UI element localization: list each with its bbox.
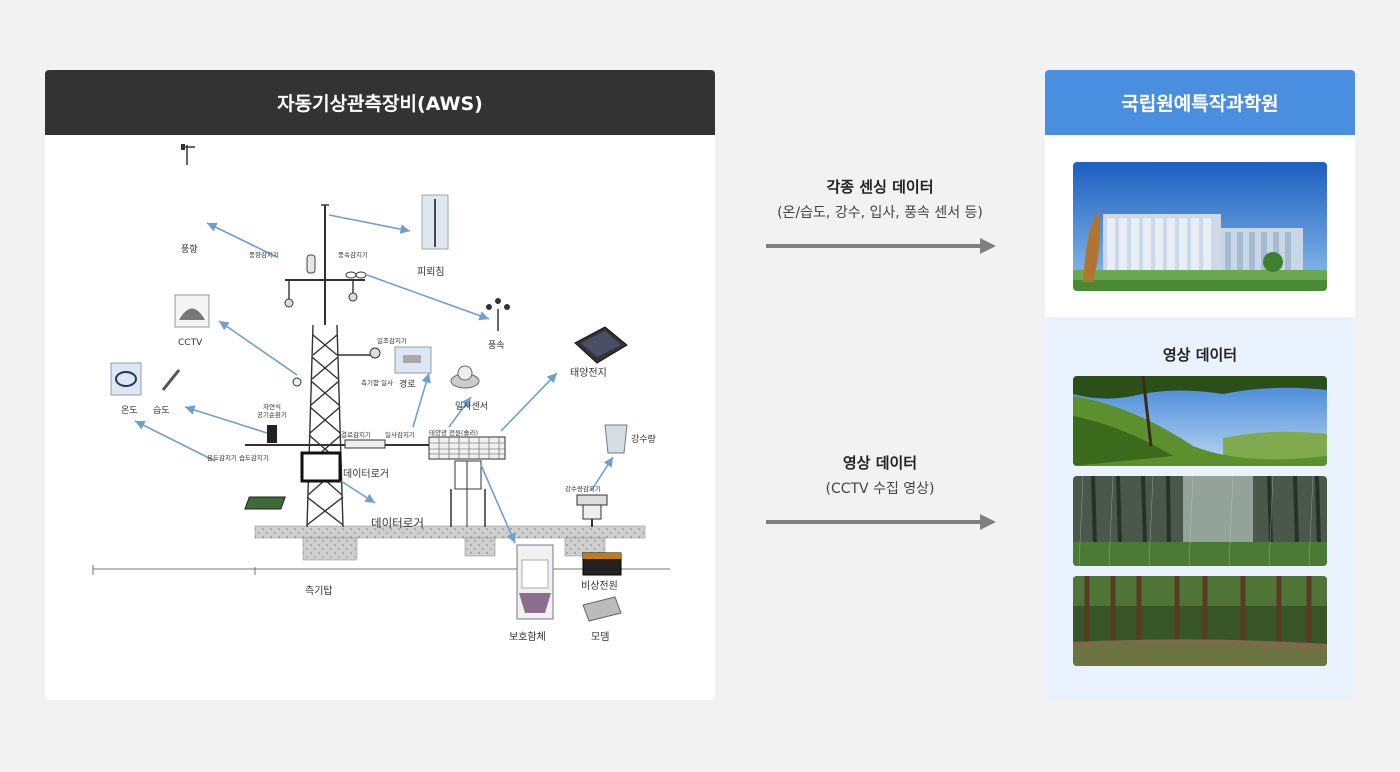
datalogger-board-icon <box>244 496 286 510</box>
enclosure-icon <box>516 544 554 620</box>
aws-diagram-illustration <box>92 144 670 622</box>
solar-frame <box>428 436 506 527</box>
building-photo <box>1073 162 1327 291</box>
pointer-arrows <box>134 214 614 544</box>
label-wind-speed: 풍속 <box>488 341 505 351</box>
label-sunshine-sensor: 일조감지기 <box>377 337 407 345</box>
label-cctv: CCTV <box>178 338 203 348</box>
label-auto-aspirator-line1: 자연식 <box>263 403 281 411</box>
modem-icon <box>582 596 622 622</box>
radiation-sensor-icon <box>450 365 480 389</box>
label-solar-panel: 태양전지 <box>570 368 607 379</box>
battery-icon <box>582 552 622 576</box>
wind-sensors <box>267 254 386 449</box>
label-tower: 측기탑 <box>305 586 333 597</box>
aws-diagram: 풍향 풍향감지기 풍속감지기 피뢰침 풍속 CCTV 일조감지기 측기함 일사 … <box>45 135 715 700</box>
wind-vane-icon <box>181 144 195 165</box>
flow-sensing-data: 각종 센싱 데이터 (온/습도, 강수, 입사, 풍속 센서 등) <box>730 176 1030 222</box>
label-sunshine-meter: 측기함 일사 <box>361 379 393 387</box>
flow-video-subtitle: (CCTV 수집 영상) <box>825 481 935 497</box>
label-emergency-power: 비상전원 <box>581 581 618 592</box>
label-radiation-sensor-2: 일사감지기 <box>385 431 415 439</box>
nifos-panel: 국립원예특작과학원 <box>1045 70 1355 700</box>
aws-panel: 자동기상관측장비(AWS) <box>45 70 715 700</box>
nifos-title: 국립원예특작과학원 <box>1045 70 1355 135</box>
tower-datalogger-box <box>300 451 342 483</box>
label-auto-aspirator-line2: 공기순환기 <box>257 411 287 419</box>
label-pressure-sensor: 결로감지기 <box>341 431 371 439</box>
label-sunshine-gauge: 경로 <box>399 380 416 390</box>
solar-panel-icon <box>574 326 628 364</box>
aws-title: 자동기상관측장비(AWS) <box>45 70 715 135</box>
label-temperature: 온도 <box>121 406 138 416</box>
label-wind-direction: 풍향 <box>181 245 198 255</box>
video-frame-sunny-hill <box>1073 376 1327 466</box>
cctv-dome-icon <box>174 294 210 328</box>
temperature-sensor-icon <box>110 362 142 396</box>
label-wind-speed-sensor: 풍속감지기 <box>338 251 368 259</box>
label-modem: 모뎀 <box>591 632 610 643</box>
flow-sensing-title: 각종 센싱 데이터 <box>826 178 934 196</box>
video-frame-pine-forest <box>1073 576 1327 666</box>
rain-gauge-icon <box>604 424 628 454</box>
flow-video-data: 영상 데이터 (CCTV 수집 영상) <box>730 452 1030 498</box>
anemometer-icon <box>486 298 510 331</box>
ground-slab <box>92 525 670 575</box>
label-solar-mount: 태양광 전원(솔라) <box>429 429 478 437</box>
label-rain-gauge: 강수량 <box>631 435 656 445</box>
arrow-right-icon <box>766 238 996 254</box>
nifos-video-section: 영상 데이터 <box>1045 317 1355 700</box>
tower-lattice <box>245 204 445 528</box>
label-wind-direction-sensor: 풍향감지기 <box>249 251 279 259</box>
video-frame-rainy-forest <box>1073 476 1327 566</box>
nifos-building-section <box>1045 135 1355 317</box>
label-lightning-rod: 피뢰침 <box>417 267 445 278</box>
label-radiation-sensor: 일사센서 <box>455 402 489 412</box>
label-enclosure: 보호함체 <box>509 632 546 643</box>
rain-stand <box>576 494 608 527</box>
sunshine-gauge-icon <box>394 346 432 374</box>
label-datalogger-small: 데이터로거 <box>343 469 389 480</box>
video-section-title: 영상 데이터 <box>1162 346 1238 364</box>
arrow-right-icon <box>766 514 996 530</box>
label-datalogger: 데이터로거 <box>371 516 424 530</box>
label-temp-humid-sensor: 온도감지기 습도감지기 <box>207 454 269 462</box>
label-rain-sensor: 강수량감지기 <box>565 485 601 493</box>
humidity-sensor-icon <box>161 369 181 391</box>
lightning-rod-icon <box>421 194 449 250</box>
label-humidity: 습도 <box>153 406 170 416</box>
flow-video-title: 영상 데이터 <box>842 454 918 472</box>
flow-sensing-subtitle: (온/습도, 강수, 입사, 풍속 센서 등) <box>777 205 983 221</box>
